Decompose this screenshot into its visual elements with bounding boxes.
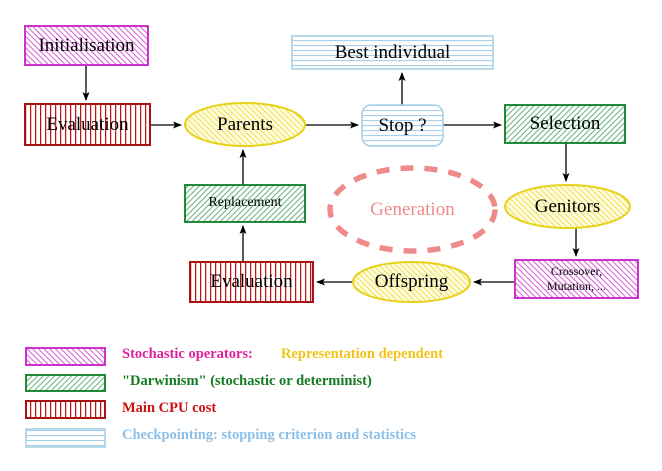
legend-label-representation-dependent: Representation dependent (281, 346, 444, 362)
legend-label-cpu-cost: Main CPU cost (122, 400, 217, 416)
node-replacement[interactable] (184, 184, 306, 223)
node-stop[interactable] (361, 104, 444, 147)
node-initialisation[interactable] (24, 25, 149, 66)
node-best-individual[interactable] (291, 35, 494, 70)
legend-label-stochastic: Stochastic operators: (122, 346, 253, 362)
node-layer (24, 25, 639, 303)
legend-swatch-darwinism (25, 374, 106, 392)
legend-swatch-checkpoint (25, 428, 106, 448)
node-selection[interactable] (504, 104, 626, 144)
node-offspring[interactable] (352, 261, 471, 303)
node-genitors[interactable] (504, 184, 631, 229)
legend-swatches (25, 347, 106, 448)
node-evaluation-top[interactable] (24, 103, 151, 146)
node-evaluation-bottom[interactable] (189, 261, 314, 303)
legend-label-darwinism: "Darwinism" (stochastic or determinist) (122, 373, 372, 389)
legend-label-checkpointing: Checkpointing: stopping criterion and st… (122, 427, 417, 443)
node-crossover-mutation[interactable] (514, 259, 639, 299)
legend-swatch-stochastic (25, 347, 106, 366)
edge-layer (82, 65, 580, 286)
node-parents[interactable] (184, 102, 306, 147)
legend-swatch-cpu (25, 400, 106, 419)
node-generation (327, 165, 498, 254)
